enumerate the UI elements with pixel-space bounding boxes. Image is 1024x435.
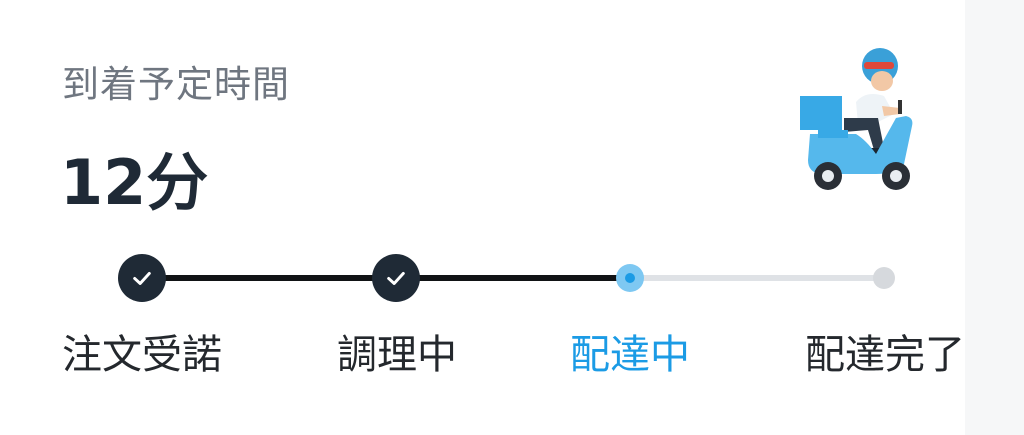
step-label-delivering: 配達中 (570, 332, 690, 378)
order-status-card: 到着予定時間 12分 (60, 44, 965, 378)
step-delivered-pending-indicator (873, 267, 895, 289)
step-delivering-current-indicator (616, 264, 644, 292)
background-strip (965, 0, 1024, 435)
eta-value: 12分 (60, 146, 209, 219)
step-cooking-check-icon (372, 254, 420, 302)
step-label-order-accepted: 注文受諾 (62, 332, 222, 378)
step-label-delivered: 配達完了 (805, 332, 965, 378)
current-indicator-core (625, 273, 635, 283)
step-order-accepted-check-icon (118, 254, 166, 302)
delivery-scooter-icon (796, 44, 922, 194)
progress-track-remaining (630, 275, 884, 281)
step-label-cooking: 調理中 (337, 332, 457, 378)
eta-label: 到着予定時間 (62, 63, 290, 106)
